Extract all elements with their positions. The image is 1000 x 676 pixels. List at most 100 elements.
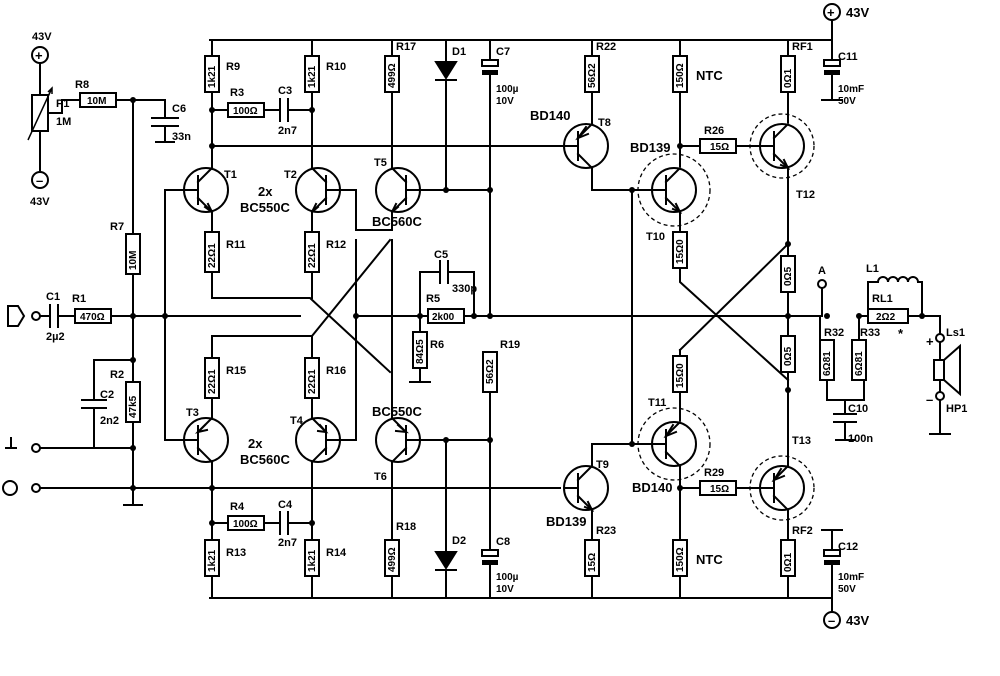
transistor-t5: T5 BC560C [372,157,422,229]
r3-c3: R3 100Ω C3 2n7 [211,85,313,137]
pair1-type: BC550C [240,200,290,215]
svg-text:10mF: 10mF [838,572,864,583]
svg-text:15Ω: 15Ω [587,553,598,572]
svg-text:R2: R2 [110,369,124,381]
svg-text:–: – [926,392,933,407]
r7: R7 10M [110,99,141,317]
svg-text:T5: T5 [374,157,387,169]
svg-text:R3: R3 [230,87,244,99]
svg-text:C3: C3 [278,85,292,97]
l1-rl1: L1 RL1 2Ω2 * [858,263,941,341]
input-connector: C1 2µ2 R1 470Ω [7,291,301,343]
svg-text:47k5: 47k5 [128,395,139,418]
supply-top-label: 43V [846,5,869,20]
svg-text:R12: R12 [326,239,346,251]
svg-text:R33: R33 [860,327,880,339]
re1: 0Ω5 [780,167,796,337]
svg-text:33n: 33n [172,131,191,143]
svg-text:R1: R1 [72,293,86,305]
svg-text:150Ω: 150Ω [675,63,686,88]
svg-text:56Ω2: 56Ω2 [485,359,496,384]
t5-type: BC560C [372,214,422,229]
svg-text:1k21: 1k21 [307,65,318,88]
svg-text:T3: T3 [186,407,199,419]
feedback-r5-c5-r6: R5 2k00 C5 330p R6 84Ω5 [355,249,821,383]
svg-text:T1: T1 [224,169,237,181]
svg-text:15Ω0: 15Ω0 [675,363,686,388]
r26: R26 15Ω [679,125,761,154]
svg-text:100Ω: 100Ω [233,519,258,530]
svg-text:43V: 43V [32,31,52,43]
svg-text:NTC: NTC [696,68,723,83]
transistor-t11: T11 BD140 [631,397,711,495]
svg-text:T4: T4 [290,415,304,427]
svg-text:R11: R11 [226,239,246,251]
svg-text:C5: C5 [434,249,448,261]
svg-text:470Ω: 470Ω [80,312,105,323]
svg-text:+: + [926,334,934,349]
svg-text:C1: C1 [46,291,60,303]
svg-text:C11: C11 [838,51,858,63]
svg-text:0Ω5: 0Ω5 [783,346,794,366]
supply-negative: – 43V [823,611,869,629]
t9-type: BD139 [546,514,586,529]
svg-text:–: – [36,173,43,188]
svg-text:C4: C4 [278,499,293,511]
pair1-count: 2x [258,184,273,199]
rf1: RF1 0Ω1 [780,39,813,123]
svg-text:D2: D2 [452,535,466,547]
svg-text:R16: R16 [326,365,346,377]
svg-text:1k21: 1k21 [207,65,218,88]
svg-text:499Ω: 499Ω [387,63,398,88]
svg-text:HP1: HP1 [946,403,967,415]
svg-text:1M: 1M [56,116,71,128]
c11: C11 10mF 50V [821,39,864,107]
transistor-t6: T6 BC550C [372,404,422,483]
svg-text:T6: T6 [374,471,387,483]
svg-text:T13: T13 [792,435,811,447]
svg-text:C8: C8 [496,536,510,548]
svg-text:50V: 50V [838,96,856,107]
svg-text:50V: 50V [838,584,856,595]
loudspeaker-ls1: + Ls1 – HP1 [926,327,967,435]
c7: C7 100µ 10V [481,39,519,317]
r18: R18 499Ω [384,461,416,599]
svg-text:84Ω5: 84Ω5 [415,339,426,364]
r2-c2: R2 47k5 C2 2n2 [81,315,143,506]
svg-text:R7: R7 [110,221,124,233]
svg-text:R15: R15 [226,365,246,377]
svg-text:R6: R6 [430,339,444,351]
pair2-count: 2x [248,436,263,451]
svg-text:A: A [818,265,826,277]
svg-text:100Ω: 100Ω [233,106,258,117]
d2: D2 [434,439,466,599]
svg-text:22Ω1: 22Ω1 [307,243,318,268]
ntc-bottom: 150Ω NTC [672,465,723,599]
svg-text:Ls1: Ls1 [946,327,965,339]
r11-r12: R11 22Ω1 R12 22Ω1 [204,211,392,374]
svg-text:10V: 10V [496,584,514,595]
transistor-t13: T13 [749,435,815,521]
svg-text:T9: T9 [596,459,609,471]
t11-type: BD140 [632,480,672,495]
svg-text:2n2: 2n2 [100,415,119,427]
t6-type: BC550C [372,404,422,419]
svg-text:2n7: 2n7 [278,125,297,137]
svg-text:43V: 43V [30,196,50,208]
r9: R9 1k21 [204,39,240,169]
svg-text:NTC: NTC [696,552,723,567]
svg-text:10M: 10M [128,251,139,270]
svg-text:T12: T12 [796,189,815,201]
svg-text:R9: R9 [226,61,240,73]
svg-text:R23: R23 [596,525,616,537]
svg-text:R4: R4 [230,501,245,513]
d1: D1 [434,39,466,191]
svg-text:2µ2: 2µ2 [46,331,65,343]
svg-text:–: – [828,613,835,628]
svg-text:RL1: RL1 [872,293,893,305]
svg-text:T8: T8 [598,117,611,129]
svg-text:R13: R13 [226,547,246,559]
svg-text:C10: C10 [848,403,868,415]
svg-text:1k21: 1k21 [207,549,218,572]
svg-text:T2: T2 [284,169,297,181]
